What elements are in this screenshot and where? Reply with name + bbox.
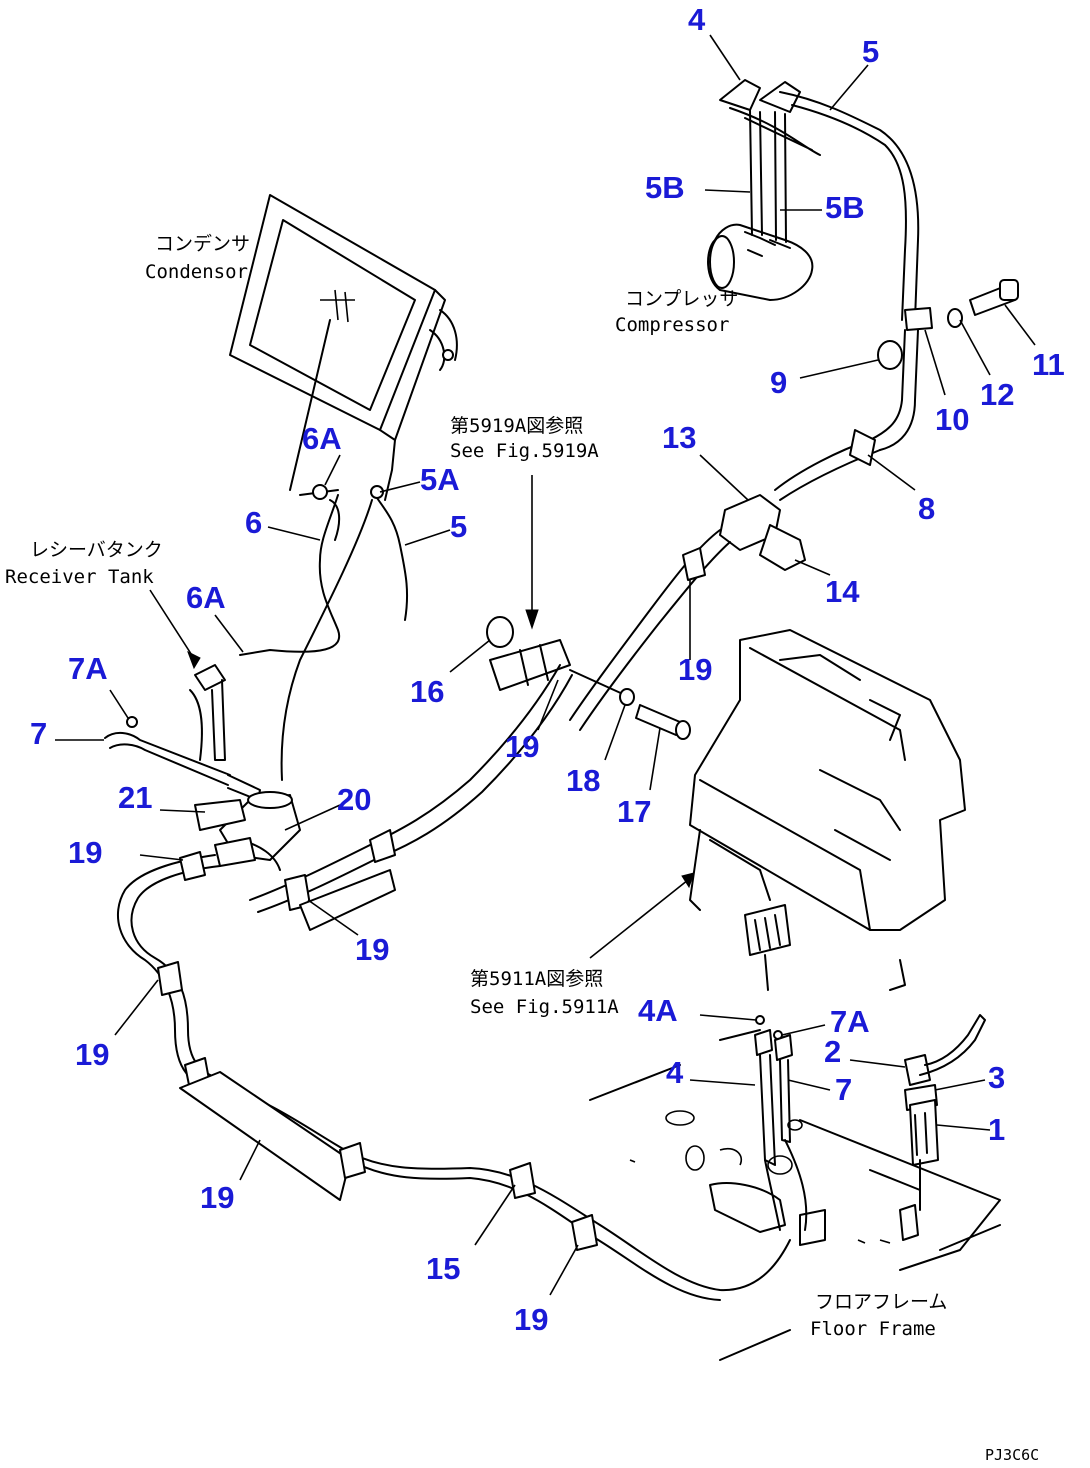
hose-5-upper xyxy=(869,279,1019,451)
callout-19-a: 19 xyxy=(678,652,712,687)
compressor-label-en: Compressor xyxy=(615,314,729,336)
callout-14: 14 xyxy=(825,574,860,609)
callout-5-top: 5 xyxy=(862,34,879,69)
callout-12: 12 xyxy=(980,377,1014,412)
receiver-label-en: Receiver Tank xyxy=(5,566,154,588)
receiver-tank-drawing xyxy=(104,664,261,801)
callout-13: 13 xyxy=(662,420,696,455)
callout-19-f: 19 xyxy=(200,1180,234,1215)
callout-5b-right: 5B xyxy=(825,190,865,225)
condenser-label-jp: コンデンサ xyxy=(155,233,250,255)
receiver-label-jp: レシーバタンク xyxy=(30,539,163,561)
callout-11: 11 xyxy=(1032,347,1065,382)
main-hose-lower xyxy=(249,664,573,931)
callout-19-c: 19 xyxy=(68,835,102,870)
hose-lower-long xyxy=(179,1071,791,1301)
callout-4-top: 4 xyxy=(688,2,706,37)
hose-6 xyxy=(239,319,341,656)
callout-7-left: 7 xyxy=(30,716,47,751)
callout-4a: 4A xyxy=(638,993,678,1028)
leader-lines xyxy=(55,34,1036,1296)
callout-17: 17 xyxy=(617,794,651,829)
callout-19-e: 19 xyxy=(75,1037,109,1072)
see-fig-5911a-jp: 第5911A図参照 xyxy=(470,968,603,990)
see-fig-5919a-en: See Fig.5919A xyxy=(450,440,599,462)
callout-8: 8 xyxy=(918,491,935,526)
floor-frame-label-jp: フロアフレーム xyxy=(815,1291,947,1313)
callout-3: 3 xyxy=(988,1060,1005,1095)
callout-15: 15 xyxy=(426,1251,460,1286)
bottom-fittings xyxy=(754,1014,986,1231)
ac-unit-drawing xyxy=(689,629,966,991)
callout-16: 16 xyxy=(410,674,444,709)
compressor-drawing xyxy=(707,223,814,301)
callout-21: 21 xyxy=(118,780,152,815)
callout-2: 2 xyxy=(824,1034,841,1069)
callout-7-bottom: 7 xyxy=(835,1072,852,1107)
callout-19-d: 19 xyxy=(355,932,389,967)
top-fittings xyxy=(719,79,920,321)
floor-frame-label-en: Floor Frame xyxy=(810,1318,936,1340)
callout-5b-left: 5B xyxy=(645,170,685,205)
hose-5-mid xyxy=(280,485,409,781)
hose-left-loop xyxy=(116,851,226,1091)
callout-20: 20 xyxy=(337,782,371,817)
callout-6: 6 xyxy=(245,505,262,540)
see-fig-5911a-en: See Fig.5911A xyxy=(470,996,619,1018)
callout-10: 10 xyxy=(935,402,969,437)
callout-9: 9 xyxy=(770,365,787,400)
callout-5a: 5A xyxy=(420,462,460,497)
callout-1: 1 xyxy=(988,1112,1005,1147)
callout-7a-left: 7A xyxy=(68,651,108,686)
text-annotations: コンデンサ Condensor コンプレッサ Compressor レシーバタン… xyxy=(5,233,1039,1464)
callout-6a-top: 6A xyxy=(302,421,342,456)
callout-18: 18 xyxy=(566,763,600,798)
clamp-bracket-16 xyxy=(486,616,691,740)
condenser-drawing xyxy=(229,194,458,501)
fitting-20-21 xyxy=(194,791,301,871)
callout-7a-right: 7A xyxy=(830,1004,870,1039)
callout-4-bottom: 4 xyxy=(666,1055,684,1090)
condenser-label-en: Condensor xyxy=(145,261,248,283)
drawing-code: PJ3C6C xyxy=(985,1446,1039,1464)
compressor-label-jp: コンプレッサ xyxy=(625,288,738,310)
callout-19-b: 19 xyxy=(505,729,539,764)
callout-6a-mid: 6A xyxy=(186,580,226,615)
callout-numbers: 4 5 5B 5B 11 12 9 10 13 8 14 6A 5A 6 5 6… xyxy=(30,2,1065,1337)
main-hose-upper xyxy=(569,429,881,731)
see-fig-5919a-jp: 第5919A図参照 xyxy=(450,415,583,437)
callout-5-mid: 5 xyxy=(450,509,467,544)
callout-19-g: 19 xyxy=(514,1302,548,1337)
